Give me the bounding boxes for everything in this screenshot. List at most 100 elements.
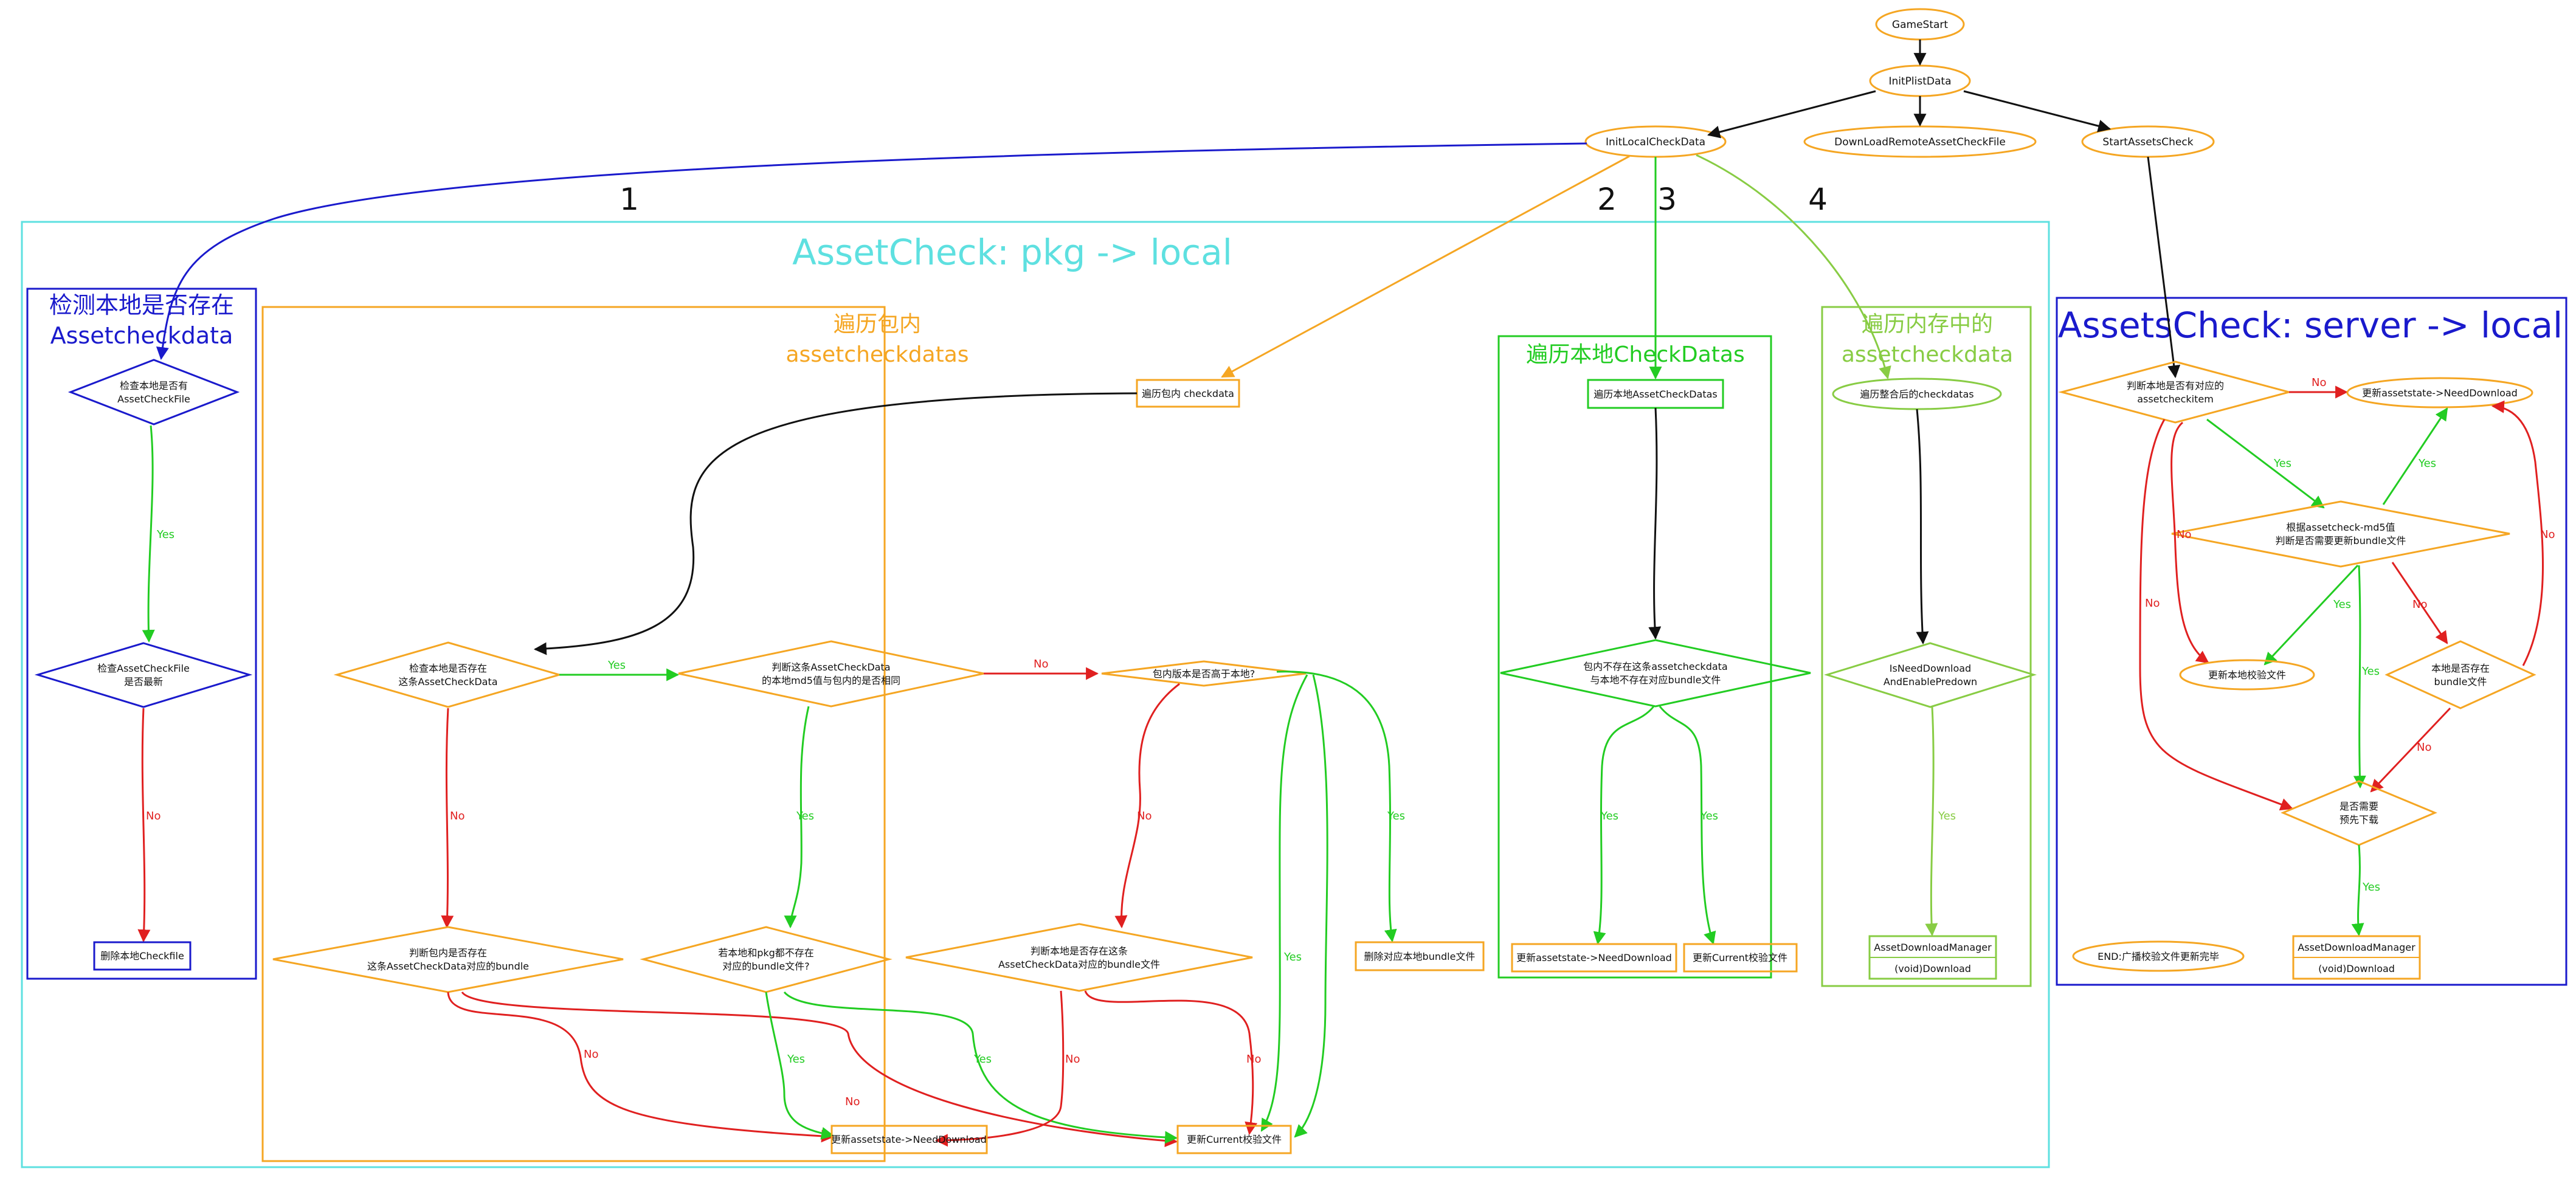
- s1-edge-no-label: No: [146, 810, 161, 822]
- section3-title: 遍历本地CheckDatas: [1526, 342, 1744, 367]
- s2-node-delete-bundle[interactable]: 删除对应本地bundle文件: [1355, 941, 1485, 971]
- s2-node-need-download[interactable]: 更新assetstate->NeedDownload: [830, 1125, 988, 1154]
- s5-decision-md5-line1: 根据assetcheck-md5值: [2286, 522, 2395, 533]
- s2-node-traverse[interactable]: 遍历包内 checkdata: [1136, 379, 1240, 408]
- s2-decision-md5-line1: 判断这条AssetCheckData: [772, 661, 890, 673]
- s3-decision-missing-line2: 与本地不存在对应bundle文件: [1590, 674, 1721, 686]
- s5-node-need-download-label: 更新assetstate->NeedDownload: [2362, 387, 2518, 399]
- node-game-start[interactable]: GameStart: [1875, 8, 1965, 41]
- s5-node-download-manager-line2: (void)Download: [2318, 963, 2395, 974]
- s4-edge-yes-label: Yes: [1938, 810, 1956, 822]
- s3-decision-missing[interactable]: 包内不存在这条assetcheckdata 与本地不存在对应bundle文件: [1500, 639, 1811, 708]
- s3-edge-yes-download-label: Yes: [1600, 810, 1618, 822]
- node-init-plist-label: InitPlistData: [1889, 75, 1952, 88]
- step-number-4: 4: [1808, 182, 1828, 217]
- s2-edge-d2-yes: [784, 706, 810, 929]
- s2-edge-d5-current: [783, 991, 1178, 1144]
- s1-node-delete-checkfile[interactable]: 删除本地Checkfile: [93, 941, 192, 971]
- s2-edge-d3-no: [1114, 683, 1180, 929]
- s5-node-update-local-label: 更新本地校验文件: [2208, 669, 2286, 681]
- s3-edge-yes-download: [1593, 706, 1655, 945]
- s3-node-update-current[interactable]: 更新Current校验文件: [1683, 943, 1798, 973]
- s2-decision-both-missing[interactable]: 若本地和pkg都不存在 对应的bundle文件?: [640, 926, 893, 993]
- s2-node-traverse-label: 遍历包内 checkdata: [1142, 388, 1234, 399]
- s2-node-need-download-label: 更新assetstate->NeedDownload: [831, 1134, 987, 1145]
- s5-node-update-local[interactable]: 更新本地校验文件: [2179, 659, 2315, 691]
- s5-edge-md5-no-bundle: [2391, 562, 2448, 644]
- edge-startassets-server: [2147, 156, 2181, 379]
- s1-decision-check-file[interactable]: 检查本地是否有 AssetCheckFile: [67, 359, 240, 426]
- section1-frame: [26, 288, 257, 980]
- s2-decision-version-higher[interactable]: 包内版本是否高于本地?: [1101, 660, 1307, 687]
- s5-edge-d1-yes-md5: [2206, 418, 2325, 509]
- s3-edge-traverse-d1: [1648, 407, 1662, 640]
- s2-decision-pkg-bundle[interactable]: 判断包内是否存在 这条AssetCheckData对应的bundle: [272, 926, 624, 993]
- s5-decision-has-item[interactable]: 判断本地是否有对应的 assetcheckitem: [2058, 360, 2293, 424]
- s2-edge-d3-yes-label: Yes: [1387, 810, 1405, 822]
- s3-edge-yes-current: [1659, 706, 1716, 945]
- s5-decision-predown[interactable]: 是否需要 预先下载: [2281, 780, 2437, 846]
- s5-decision-predown-line2: 预先下载: [2339, 814, 2378, 826]
- s2-decision-both-missing-line1: 若本地和pkg都不存在: [718, 947, 814, 959]
- s4-node-download-manager-line2: (void)Download: [1894, 963, 1971, 974]
- s3-node-traverse[interactable]: 遍历本地AssetCheckDatas: [1587, 379, 1724, 409]
- node-init-local-check[interactable]: InitLocalCheckData: [1584, 125, 1727, 158]
- section1-title-line1: 检测本地是否存在: [49, 292, 234, 319]
- section4-title-line1: 遍历内存中的: [1862, 312, 1993, 337]
- s5-decision-md5[interactable]: 根据assetcheck-md5值 判断是否需要更新bundle文件: [2171, 500, 2510, 568]
- s2-edge-d3-current-a: [1260, 674, 1308, 1132]
- s5-node-download-manager[interactable]: AssetDownloadManager (void)Download: [2292, 935, 2421, 980]
- step-number-3: 3: [1657, 182, 1677, 217]
- s2-edge-d1-no-label: No: [450, 810, 464, 822]
- node-init-plist[interactable]: InitPlistData: [1869, 64, 1971, 97]
- s3-decision-missing-line1: 包内不存在这条assetcheckdata: [1583, 661, 1727, 672]
- s2-edge-d5-yes-download: [765, 991, 835, 1140]
- s2-edge-d5-current-yes-label: Yes: [973, 1053, 992, 1066]
- s5-node-need-download[interactable]: 更新assetstate->NeedDownload: [2346, 377, 2533, 409]
- s2-edge-d3-current-yes-label: Yes: [1283, 951, 1302, 964]
- s5-decision-predown-line1: 是否需要: [2339, 801, 2378, 812]
- s5-edge-md5-yes-download: [2382, 407, 2448, 505]
- s5-edge-predown-yes: [2351, 844, 2364, 937]
- s2-edge-d3-no-label: No: [1137, 810, 1152, 822]
- s5-edge-d1-no-label: No: [2312, 376, 2326, 389]
- s5-decision-local-bundle-line2: bundle文件: [2434, 676, 2487, 688]
- s4-edge-yes: [1925, 706, 1938, 937]
- s5-edge-d1-no-update-local: [2170, 421, 2209, 664]
- s3-node-update-current-label: 更新Current校验文件: [1693, 952, 1787, 964]
- s2-edge-d5-yes-label: Yes: [787, 1053, 805, 1066]
- s1-decision-latest[interactable]: 检查AssetCheckFile 是否最新: [34, 642, 253, 708]
- s1-edge-yes: [142, 425, 155, 643]
- node-start-assets-check[interactable]: StartAssetsCheck: [2081, 125, 2215, 158]
- s5-edge-d1-yes-label: Yes: [2273, 457, 2291, 470]
- s2-decision-md5[interactable]: 判断这条AssetCheckData 的本地md5值与包内的是否相同: [678, 640, 984, 708]
- s3-node-traverse-label: 遍历本地AssetCheckDatas: [1594, 388, 1718, 400]
- s2-edge-d1-yes-label: Yes: [607, 659, 626, 672]
- s2-decision-exists-local[interactable]: 检查本地是否存在 这条AssetCheckData: [333, 641, 563, 708]
- s4-node-traverse[interactable]: 遍历整合后的checkdatas: [1832, 378, 2002, 410]
- edge-initlocal-section4: [1696, 154, 1891, 380]
- s4-decision-predown[interactable]: IsNeedDownload AndEnablePredown: [1823, 642, 2037, 708]
- s2-edge-d4-current-no-label: No: [845, 1095, 860, 1108]
- s2-edge-d4-no-label: No: [584, 1048, 598, 1061]
- s2-edge-d3-current-b: [1294, 674, 1328, 1138]
- s1-node-delete-checkfile-label: 删除本地Checkfile: [100, 950, 184, 962]
- s5-edge-d1-no-update-local-label: No: [2177, 528, 2191, 541]
- node-download-remote[interactable]: DownLoadRemoteAssetCheckFile: [1803, 125, 2037, 158]
- step-number-2: 2: [1597, 182, 1617, 217]
- s5-decision-local-bundle[interactable]: 本地是否存在 bundle文件: [2384, 640, 2536, 709]
- s2-decision-exists-local-line1: 检查本地是否存在: [409, 663, 487, 674]
- s1-decision-check-file-line2: AssetCheckFile: [117, 393, 190, 405]
- s5-node-end[interactable]: END:广播校验文件更新完毕: [2072, 940, 2245, 972]
- s2-node-update-current-label: 更新Current校验文件: [1187, 1134, 1282, 1145]
- s3-node-need-download[interactable]: 更新assetstate->NeedDownload: [1511, 943, 1677, 973]
- s2-edge-d6-no-label: No: [1065, 1053, 1080, 1066]
- s5-edge-d1-no-predown: [2139, 419, 2293, 811]
- s4-node-download-manager[interactable]: AssetDownloadManager (void)Download: [1868, 935, 1997, 980]
- step-number-1: 1: [620, 182, 639, 217]
- s1-decision-latest-line2: 是否最新: [124, 676, 163, 688]
- s5-edge-md5-no-bundle-label: No: [2412, 598, 2427, 611]
- s2-decision-local-bundle[interactable]: 判断本地是否存在这条 AssetCheckData对应的bundle文件: [905, 923, 1253, 992]
- s2-node-update-current[interactable]: 更新Current校验文件: [1176, 1125, 1292, 1154]
